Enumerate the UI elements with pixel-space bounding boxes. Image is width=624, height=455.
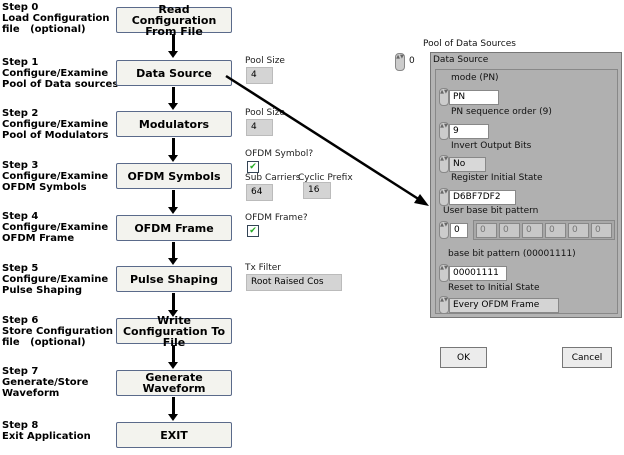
user-pattern-label: User base bit pattern (443, 206, 539, 216)
base-pattern-label: base bit pattern (00001111) (448, 249, 576, 259)
ofdm-frame-label: OFDM Frame? (245, 213, 308, 223)
pn-order-spinner[interactable]: ▲▼ (439, 122, 449, 140)
flow-arrow-icon (168, 345, 178, 369)
pool-title: Pool of Data Sources (423, 39, 516, 49)
pulse-shaping-button[interactable]: Pulse Shaping (116, 266, 232, 292)
base-spinner[interactable]: ▲▼ (439, 264, 449, 282)
pn-order-field[interactable]: 9 (449, 124, 489, 139)
pn-order-label: PN sequence order (9) (451, 107, 552, 117)
mode-field[interactable]: PN (449, 90, 499, 105)
read-config-button[interactable]: Read Configuration From File (116, 4, 232, 37)
reset-field[interactable]: Every OFDM Frame (449, 298, 559, 313)
flow-arrow-icon (168, 190, 178, 214)
user-bit[interactable]: 0 (499, 222, 520, 238)
reset-spinner[interactable]: ▲▼ (439, 296, 449, 314)
invert-field[interactable]: No (449, 157, 486, 172)
ok-button[interactable]: OK (440, 347, 487, 368)
sub-carriers-label: Sub Carriers (245, 173, 301, 183)
flow-arrow-icon (168, 293, 178, 317)
pool-index-spinner[interactable]: ▲▼ (395, 53, 405, 71)
user-bit[interactable]: 0 (522, 222, 543, 238)
sub-carriers-indicator: 64 (246, 184, 273, 201)
ofdm-symbol-label: OFDM Symbol? (245, 149, 314, 159)
flow-arrow-icon (168, 34, 178, 58)
cyclic-prefix-indicator: 16 (303, 182, 331, 199)
ofdm-symbol-checkbox[interactable]: ✔ (247, 161, 259, 173)
write-config-button[interactable]: Write Configuration To File (116, 315, 232, 348)
flow-arrow-icon (168, 242, 178, 265)
ds-pool-size-indicator: 4 (246, 67, 273, 84)
cluster-header: Data Source (433, 55, 489, 65)
flow-arrow-icon (168, 87, 178, 110)
invert-label: Invert Output Bits (451, 141, 532, 151)
exit-button[interactable]: EXIT (116, 422, 232, 448)
reg-label: Register Initial State (451, 173, 543, 183)
invert-spinner[interactable]: ▲▼ (439, 155, 449, 173)
ofdm-symbols-button[interactable]: OFDM Symbols (116, 163, 232, 189)
user-bit[interactable]: 0 (545, 222, 566, 238)
reset-label: Reset to Initial State (448, 283, 540, 293)
ofdm-frame-checkbox[interactable]: ✔ (247, 225, 259, 237)
mod-pool-size-indicator: 4 (246, 119, 273, 136)
user-index-spinner[interactable]: ▲▼ (439, 221, 449, 239)
base-pattern-field[interactable]: 00001111 (449, 266, 507, 281)
reg-spinner[interactable]: ▲▼ (439, 188, 449, 206)
mode-spinner[interactable]: ▲▼ (439, 88, 449, 106)
cancel-button[interactable]: Cancel (562, 347, 612, 368)
cyclic-prefix-label: Cyclic Prefix (298, 173, 353, 183)
modulators-button[interactable]: Modulators (116, 111, 232, 137)
user-bit[interactable]: 0 (591, 222, 612, 238)
generate-waveform-button[interactable]: Generate Waveform (116, 370, 232, 396)
reg-field[interactable]: D6BF7DF2 (449, 190, 516, 205)
flow-arrow-icon (168, 138, 178, 162)
ofdm-frame-button[interactable]: OFDM Frame (116, 215, 232, 241)
pool-index[interactable]: 0 (409, 56, 415, 66)
data-source-cluster: Data Source mode (PN) ▲▼ PN PN sequence … (430, 52, 622, 318)
mode-label: mode (PN) (451, 73, 499, 83)
tx-filter-label: Tx Filter (245, 263, 281, 273)
user-bit[interactable]: 0 (568, 222, 589, 238)
flow-arrow-icon (168, 397, 178, 421)
ds-pool-size-label: Pool Size (245, 56, 285, 66)
tx-filter-indicator: Root Raised Cos (246, 274, 342, 291)
mod-pool-size-label: Pool Size (245, 108, 285, 118)
user-bit[interactable]: 0 (476, 222, 497, 238)
user-index-field[interactable]: 0 (450, 223, 468, 238)
data-source-button[interactable]: Data Source (116, 60, 232, 86)
